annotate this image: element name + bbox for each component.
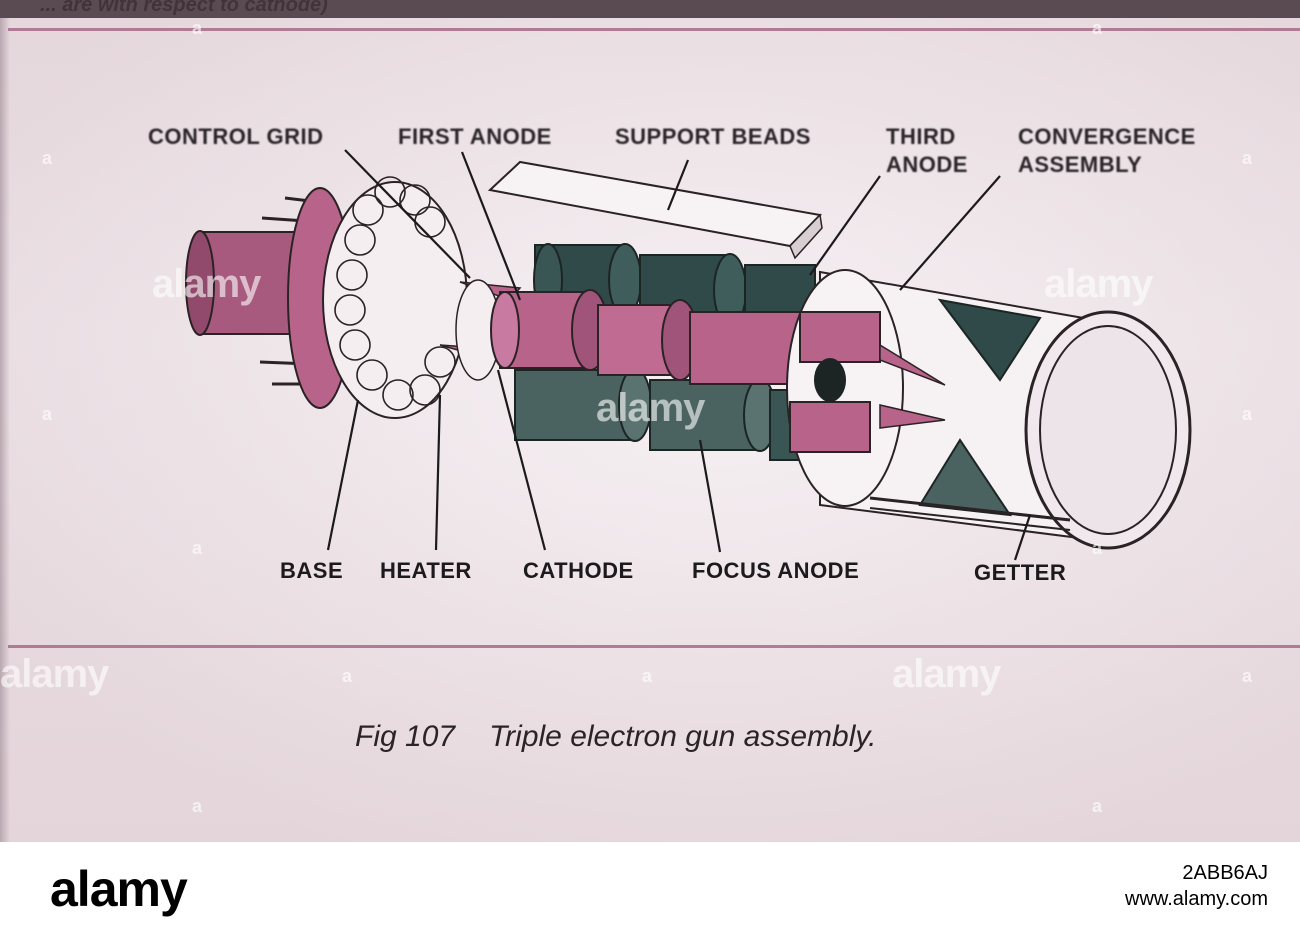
label-cathode: CATHODE (523, 558, 634, 583)
middle-gun (490, 289, 873, 385)
watermark: alamy (596, 386, 705, 430)
bottom-rule (8, 645, 1300, 648)
watermark-small: a (1242, 404, 1253, 424)
label-base: BASE (280, 558, 344, 583)
leader-lines (326, 149, 1032, 561)
watermark-small: a (1242, 148, 1253, 168)
watermark-small: a (642, 666, 653, 686)
watermark-small: a (42, 404, 53, 424)
label-control-grid: CONTROL GRID (148, 124, 324, 149)
footer-brand-logo: alamy (50, 861, 188, 917)
label-heater: HEATER (380, 558, 472, 583)
watermark-small: a (1092, 18, 1103, 38)
support-bead (487, 160, 823, 248)
label-convergence-line2: ASSEMBLY (1018, 152, 1143, 177)
label-first-anode: FIRST ANODE (398, 124, 552, 149)
figure-caption: Fig 107 Triple electron gun assembly. (355, 720, 876, 754)
pin-disc (322, 181, 468, 419)
top-band: ... are with respect to cathode) (0, 0, 1300, 18)
label-third-anode-line1: THIRD (886, 124, 956, 149)
label-support-beads: SUPPORT BEADS (615, 124, 811, 149)
watermark-small: a (42, 148, 53, 168)
site-url: www.alamy.com (1125, 888, 1268, 910)
figure-number: Fig 107 (355, 720, 456, 753)
image-id: 2ABB6AJ (1182, 862, 1268, 884)
watermark: alamy (152, 262, 261, 306)
header-partial-text: ... are with respect to cathode) (40, 0, 328, 16)
top-rule (8, 28, 1300, 31)
watermark-small: a (192, 18, 203, 38)
electron-gun-illustration (185, 149, 1192, 561)
watermark-small: a (1092, 538, 1103, 558)
watermark-small: a (1092, 796, 1103, 816)
watermark: alamy (1044, 262, 1153, 306)
label-third-anode-line2: ANODE (886, 152, 968, 177)
label-focus-anode: FOCUS ANODE (692, 558, 860, 583)
watermark-small: a (342, 666, 353, 686)
watermark-small: a (192, 538, 203, 558)
label-convergence-line1: CONVERGENCE (1018, 124, 1196, 149)
footer-image-info: 2ABB6AJ www.alamy.com (1125, 860, 1268, 912)
watermark: alamy (892, 652, 1001, 696)
slide-edge (0, 18, 10, 842)
diagram-slide: ... are with respect to cathode) (0, 0, 1300, 842)
watermark-small: a (1242, 666, 1253, 686)
watermark-small: a (192, 796, 203, 816)
watermark: alamy (0, 652, 109, 696)
stock-footer: alamy 2ABB6AJ www.alamy.com (0, 842, 1300, 932)
figure-title: Triple electron gun assembly. (489, 720, 877, 753)
label-getter: GETTER (974, 560, 1067, 585)
